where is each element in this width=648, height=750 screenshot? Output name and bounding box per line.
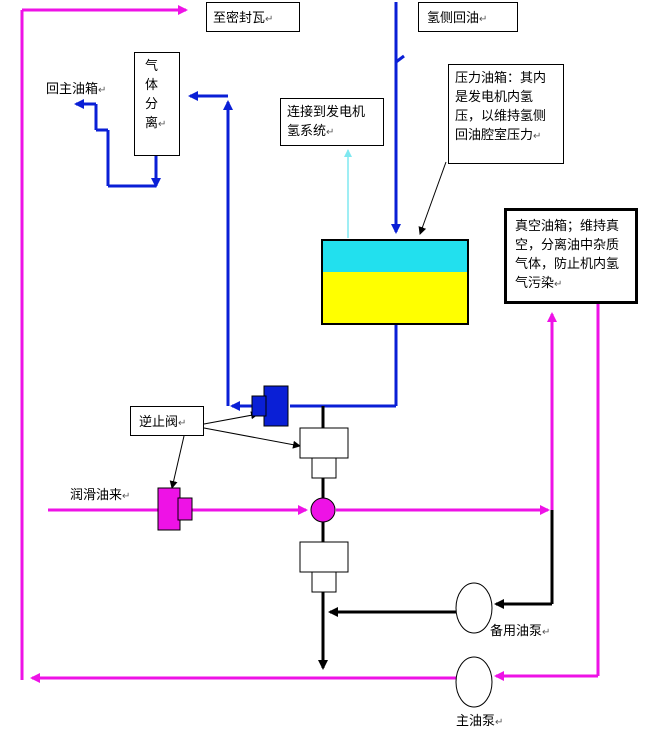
generator-link-box: 连接到发电机 氢系统↵ <box>280 98 384 146</box>
hydrogen-return-label: 氢侧回油 <box>427 11 480 26</box>
gas-separator-char-4: 离↵ <box>145 116 167 131</box>
pressure-tank-hydrogen <box>322 240 468 272</box>
pressure-tank-note-1: 压力油箱：其内 <box>455 71 547 86</box>
seal-bearing-box: 至密封瓦↵ <box>206 2 300 32</box>
upper-white-valve <box>299 427 349 479</box>
pressure-tank-note-box: 压力油箱：其内 是发电机内氢 压，以维持氢侧 回油腔室压力↵ <box>448 64 564 164</box>
upper-valve-body <box>299 427 349 459</box>
upper-valve-stem <box>311 457 337 479</box>
vacuum-tank-note-2: 空，分离油中杂质 <box>515 238 620 253</box>
blue-check-valve <box>251 385 289 427</box>
lower-white-valve <box>299 541 349 593</box>
main-tank-label: 回主油箱↵ <box>46 82 107 97</box>
generator-link-line-2: 氢系统↵ <box>287 124 335 139</box>
pressure-tank-note-2: 是发电机内氢 <box>455 90 534 105</box>
pressure-tank <box>321 239 469 325</box>
main-pump <box>455 656 493 708</box>
blue-pipes <box>74 2 405 411</box>
vacuum-tank-note-4: 气污染↵ <box>515 276 563 291</box>
pressure-tank-note-3: 压，以维持氢侧 <box>455 109 547 124</box>
gas-separator-char-3: 分 <box>145 97 159 112</box>
lube-oil-label: 润滑油来↵ <box>70 488 131 503</box>
callout-arrows <box>169 161 447 489</box>
callout-check-valve-3 <box>169 435 185 489</box>
generator-link-line-1: 连接到发电机 <box>287 105 366 120</box>
gas-separator-box: 气 体 分 离↵ <box>134 52 180 156</box>
black-pipes <box>318 406 554 670</box>
pressure-tank-oil <box>322 272 468 324</box>
junction-node <box>310 497 336 523</box>
lower-valve-body <box>299 541 349 573</box>
vacuum-tank-note-1: 真空油箱；维持真 <box>515 219 620 234</box>
lower-valve-stem <box>311 571 337 593</box>
pressure-tank-outline <box>321 239 469 325</box>
main-pump-label: 主油泵↵ <box>456 714 504 729</box>
callout-check-valve-1 <box>203 411 259 425</box>
standby-pump <box>455 582 493 634</box>
pressure-tank-note-4: 回油腔室压力↵ <box>455 128 542 143</box>
vacuum-tank-note-3: 气体，防止机内氢 <box>515 257 620 272</box>
check-valve-label: 逆止阀 <box>139 415 179 430</box>
callout-check-valve-2 <box>203 427 301 449</box>
vacuum-tank-box: 真空油箱；维持真 空，分离油中杂质 气体，防止机内氢 气污染↵ <box>504 208 638 304</box>
standby-pump-label: 备用油泵↵ <box>490 624 551 639</box>
magenta-check-valve-body <box>157 487 181 531</box>
callout-pressure-tank <box>418 161 447 235</box>
seal-bearing-label: 至密封瓦 <box>213 11 266 26</box>
magenta-pipes <box>20 5 600 683</box>
hydrogen-return-box: 氢侧回油↵ <box>418 2 518 32</box>
blue-check-valve-body <box>263 385 289 427</box>
blue-check-valve-flange <box>251 395 267 417</box>
gas-separator-char-2: 体 <box>145 78 159 93</box>
magenta-check-valve-flange <box>177 497 193 521</box>
magenta-check-valve <box>157 487 193 531</box>
pipe-hydrogen-return-notch <box>395 54 405 64</box>
check-valve-box: 逆止阀↵ <box>130 406 204 436</box>
gas-separator-char-1: 气 <box>145 59 159 74</box>
